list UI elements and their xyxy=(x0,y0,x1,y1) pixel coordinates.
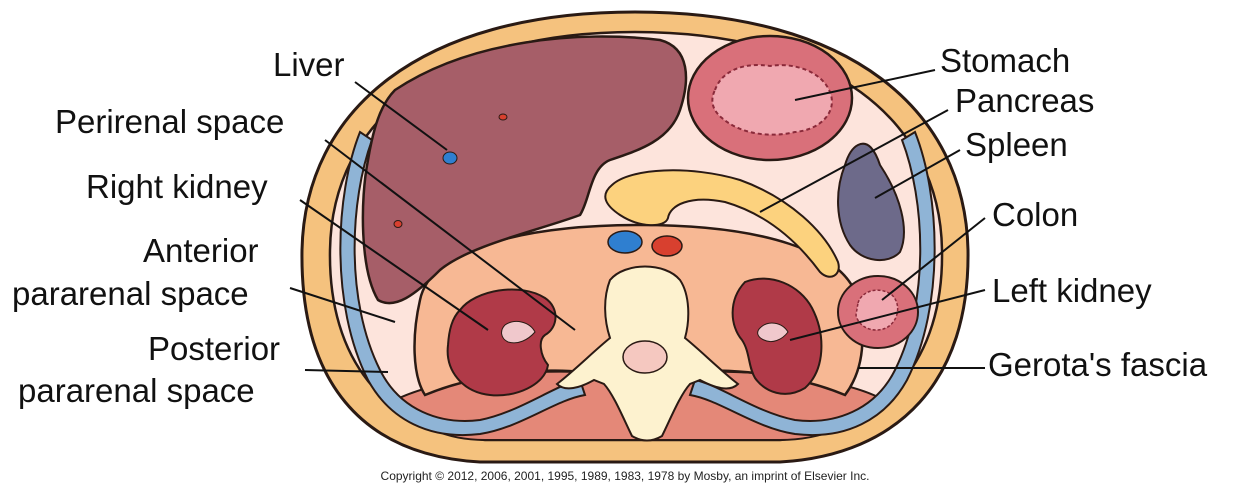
label-posterior-pararenal-line2: pararenal space xyxy=(18,372,255,409)
pancreas xyxy=(604,169,840,278)
transversalis-fascia xyxy=(339,130,587,436)
liver-vessel-red-1 xyxy=(498,113,508,121)
pancreas-leader xyxy=(759,109,949,213)
left-kidney-pelvis xyxy=(757,322,789,343)
label-colon: Colon xyxy=(992,196,1078,233)
stomach-lumen xyxy=(711,64,833,136)
label-left-kidney: Left kidney xyxy=(992,272,1152,309)
anterior-pararenal-leader xyxy=(289,287,396,323)
right-kidney xyxy=(446,288,557,397)
copyright-notice: Copyright © 2012, 2006, 2001, 1995, 1989… xyxy=(381,469,870,483)
label-right-kidney: Right kidney xyxy=(86,168,268,205)
label-stomach: Stomach xyxy=(940,42,1070,79)
aorta xyxy=(651,235,683,257)
left-kidney-leader xyxy=(789,289,986,341)
label-liver: Liver xyxy=(273,46,345,83)
spinal-canal xyxy=(622,340,668,374)
label-perirenal-space: Perirenal space xyxy=(55,103,284,140)
right-kidney-leader xyxy=(299,199,489,331)
liver-leader xyxy=(354,81,448,151)
label-anterior-pararenal-line2: pararenal space xyxy=(12,275,249,312)
label-gerotas-fascia: Gerota's fascia xyxy=(988,346,1208,383)
liver-vessel-red-2 xyxy=(393,220,403,228)
colon-lumen xyxy=(855,289,899,331)
posterior-pararenal-leader xyxy=(304,369,389,373)
stomach-leader xyxy=(794,69,936,101)
transversalis-fascia-left xyxy=(688,130,936,436)
colon-leader xyxy=(881,217,986,301)
label-spleen: Spleen xyxy=(965,126,1068,163)
liver xyxy=(361,35,688,305)
spleen-leader xyxy=(874,149,961,199)
label-pancreas: Pancreas xyxy=(955,82,1094,119)
liver-vessel-blue xyxy=(442,151,458,165)
label-posterior-pararenal-line1: Posterior xyxy=(148,330,280,367)
inferior-vena-cava xyxy=(607,230,643,254)
right-kidney-pelvis xyxy=(501,321,536,344)
label-anterior-pararenal-line1: Anterior xyxy=(143,232,259,269)
perirenal-space-leader xyxy=(324,139,576,331)
